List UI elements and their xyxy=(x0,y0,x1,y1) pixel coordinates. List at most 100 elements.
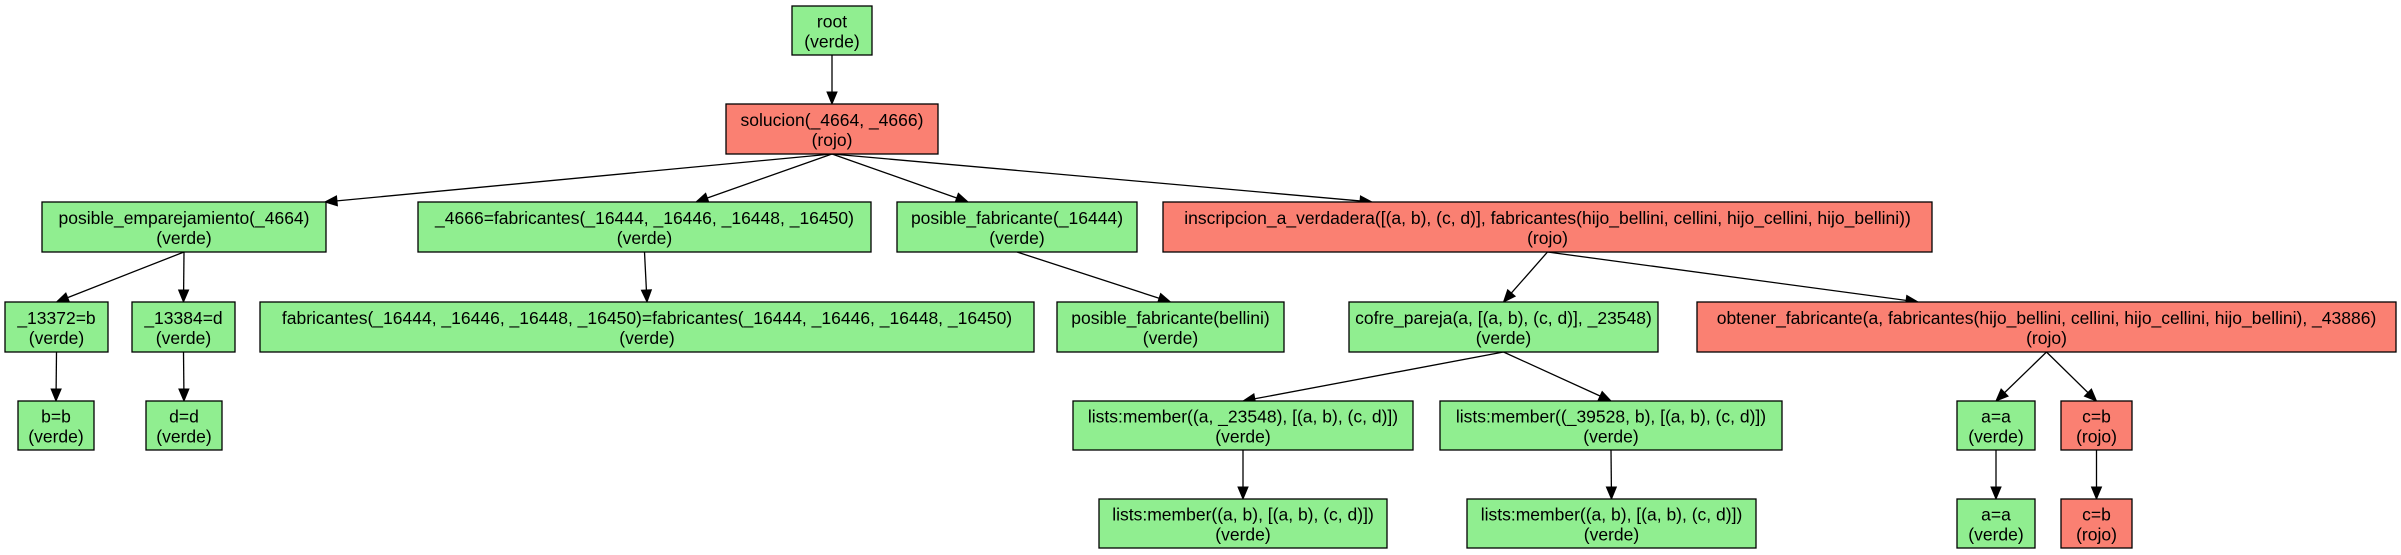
edge-n6-to-n12 xyxy=(50,351,62,403)
edge-n2-to-n6 xyxy=(55,251,185,303)
node-box xyxy=(1466,498,1757,549)
arrowhead-icon xyxy=(1990,486,2002,501)
arrowhead-icon xyxy=(694,192,710,204)
node-status: (verde) xyxy=(156,328,211,348)
node-13372-b: _13372=b(verde) xyxy=(4,301,109,353)
node-label: a=a xyxy=(1981,505,2011,525)
edge-n10-to-n14 xyxy=(1241,351,1504,405)
node-label: d=d xyxy=(169,407,199,427)
node-label: _13384=d xyxy=(143,308,222,329)
nodes-layer: root(verde)solucion(_4664, _4666)(rojo)p… xyxy=(4,5,2397,549)
node-a-a: a=a(verde) xyxy=(1956,400,2036,451)
node-box xyxy=(1348,301,1659,353)
edge-n7-to-n13 xyxy=(178,351,190,403)
node-label: _4666=fabricantes(_16444, _16446, _16448… xyxy=(434,208,854,229)
node-label: b=b xyxy=(41,407,71,427)
node-root: root(verde) xyxy=(791,5,873,56)
node-box xyxy=(1696,301,2397,353)
node-status: (rojo) xyxy=(812,130,853,150)
edge-n0-to-n1 xyxy=(826,55,838,106)
node-status: (verde) xyxy=(1215,525,1270,545)
node-box xyxy=(1956,400,2036,451)
edge-n5-to-n11 xyxy=(1547,251,1920,307)
node-cofre-pareja-a-a-b-c-d-23548: cofre_pareja(a, [(a, b), (c, d)], _23548… xyxy=(1348,301,1659,353)
node-c-b: c=b(rojo) xyxy=(2060,400,2133,451)
edge-line xyxy=(2004,351,2047,394)
arrowhead-icon xyxy=(954,192,970,204)
node-status: (verde) xyxy=(1215,427,1270,447)
node-status: (verde) xyxy=(156,228,211,248)
edge-n3-to-n8 xyxy=(640,251,653,304)
node-status: (verde) xyxy=(1968,427,2023,447)
node-label: posible_emparejamiento(_4664) xyxy=(59,208,310,229)
edge-line xyxy=(831,153,1361,202)
arrowhead-icon xyxy=(1237,486,1249,501)
edge-n10-to-n15 xyxy=(1503,351,1613,402)
node-status: (rojo) xyxy=(1527,228,1568,248)
node-box xyxy=(4,301,109,353)
node-label: _13372=b xyxy=(16,308,95,329)
node-box xyxy=(131,301,236,353)
node-label: posible_fabricante(bellini) xyxy=(1071,308,1269,329)
node-label: lists:member((a, _23548), [(a, b), (c, d… xyxy=(1088,407,1398,428)
node-lists-member-a-b-a-b-c-d: lists:member((a, b), [(a, b), (c, d)])(v… xyxy=(1098,498,1388,549)
node-solucion-4664-4666: solucion(_4664, _4666)(rojo) xyxy=(725,103,939,155)
node-box xyxy=(1162,201,1933,253)
node-label: obtener_fabricante(a, fabricantes(hijo_b… xyxy=(1717,308,2377,329)
arrowhead-icon xyxy=(1502,288,1517,303)
edge-n5-to-n10 xyxy=(1502,251,1548,303)
node-status: (rojo) xyxy=(2076,525,2117,545)
node-posible-fabricante-16444: posible_fabricante(_16444)(verde) xyxy=(896,201,1138,253)
edge-line xyxy=(2046,351,2089,394)
node-status: (rojo) xyxy=(2076,427,2117,447)
node-label: lists:member((a, b), [(a, b), (c, d)]) xyxy=(1112,505,1374,525)
arrowhead-icon xyxy=(1995,388,2009,402)
edge-line xyxy=(1503,351,1601,397)
node-box xyxy=(17,400,95,451)
edge-line xyxy=(1254,351,1504,400)
node-box xyxy=(2060,498,2133,549)
node-box xyxy=(417,201,872,253)
node-b-b: b=b(verde) xyxy=(17,400,95,451)
node-status: (verde) xyxy=(29,328,84,348)
arrowhead-icon xyxy=(323,195,338,207)
node-status: (verde) xyxy=(1584,525,1639,545)
node-status: (verde) xyxy=(156,427,211,447)
edge-n11-to-n16 xyxy=(1995,351,2047,402)
edge-line xyxy=(831,153,957,199)
node-posible-fabricante-bellini: posible_fabricante(bellini)(verde) xyxy=(1056,301,1285,353)
node-box xyxy=(1056,301,1285,353)
arrowhead-icon xyxy=(178,388,190,403)
arrowhead-icon xyxy=(826,91,838,106)
node-box xyxy=(41,201,327,253)
edge-n1-to-n4 xyxy=(831,153,970,204)
node-box xyxy=(259,301,1035,353)
node-c-b: c=b(rojo) xyxy=(2060,498,2133,549)
node-box xyxy=(1956,498,2036,549)
node-status: (verde) xyxy=(989,228,1044,248)
edges-layer xyxy=(50,55,2103,501)
node-label: c=b xyxy=(2082,407,2111,427)
arrowhead-icon xyxy=(177,289,190,304)
node-lists-member-a-b-a-b-c-d: lists:member((a, b), [(a, b), (c, d)])(v… xyxy=(1466,498,1757,549)
node-status: (verde) xyxy=(619,328,674,348)
node-label: root xyxy=(817,12,847,32)
node-status: (verde) xyxy=(804,32,859,52)
arrowhead-icon xyxy=(55,292,71,303)
node-obtener-fabricante-a-fabricantes-hijo-bellini-ce: obtener_fabricante(a, fabricantes(hijo_b… xyxy=(1696,301,2397,353)
node-d-d: d=d(verde) xyxy=(145,400,223,451)
node-status: (verde) xyxy=(1583,427,1638,447)
node-box xyxy=(1439,400,1783,451)
node-label: fabricantes(_16444, _16446, _16448, _164… xyxy=(282,308,1012,329)
node-label: lists:member((_39528, b), [(a, b), (c, d… xyxy=(1456,407,1766,428)
edge-line xyxy=(707,153,833,199)
node-label: solucion(_4664, _4666) xyxy=(741,110,924,131)
node-lists-member-39528-b-a-b-c-d: lists:member((_39528, b), [(a, b), (c, d… xyxy=(1439,400,1783,451)
node-label: lists:member((a, b), [(a, b), (c, d)]) xyxy=(1481,505,1743,525)
edge-line xyxy=(1510,251,1548,294)
node-box xyxy=(791,5,873,56)
edge-line xyxy=(336,153,833,202)
node-label: c=b xyxy=(2082,505,2111,525)
edge-line xyxy=(643,251,648,291)
